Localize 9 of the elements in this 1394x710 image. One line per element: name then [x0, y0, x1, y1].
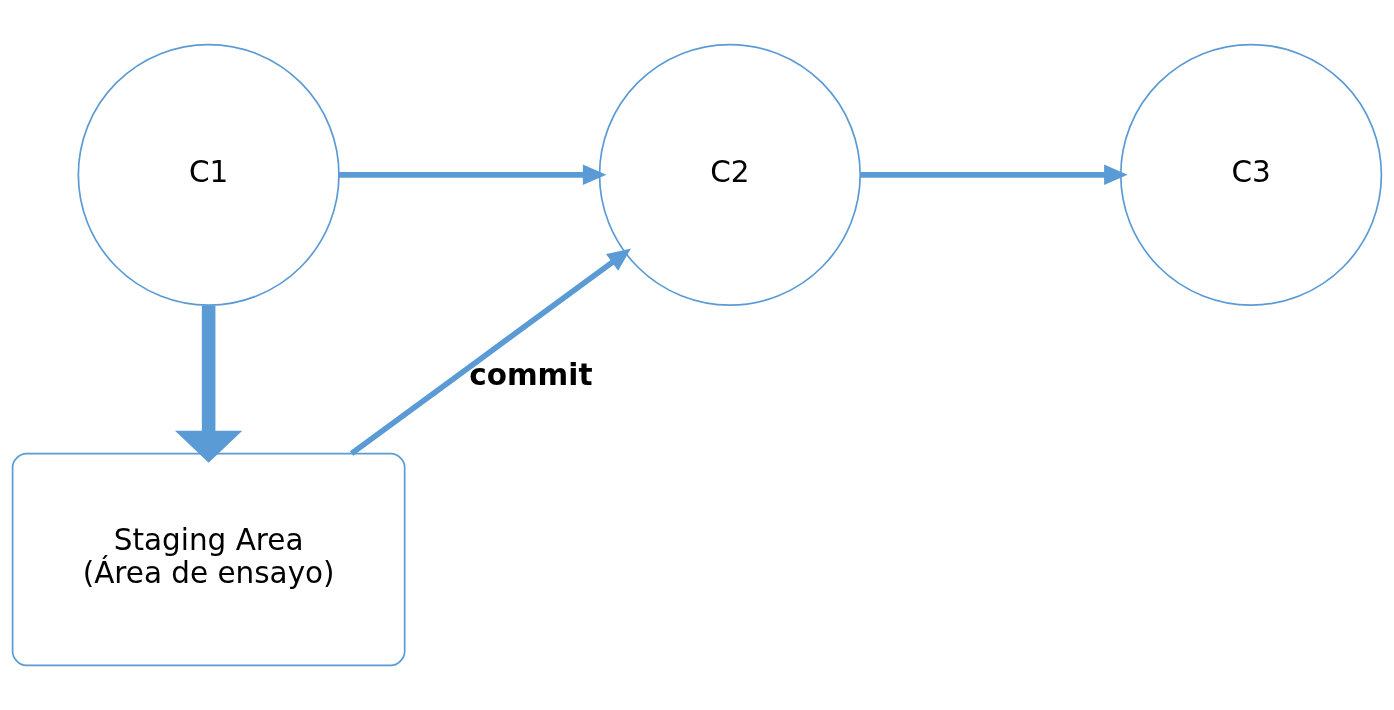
- node-circle: C2: [598, 43, 861, 306]
- arrow: [860, 164, 1128, 186]
- arrow: [338, 164, 607, 186]
- node-circle: C1: [77, 43, 340, 306]
- arrow: [175, 305, 243, 463]
- edge-label: commit: [469, 358, 593, 393]
- arrow: [349, 248, 632, 456]
- node-circle: C3: [1119, 43, 1383, 306]
- node-box: Staging Area (Área de ensayo): [11, 452, 406, 667]
